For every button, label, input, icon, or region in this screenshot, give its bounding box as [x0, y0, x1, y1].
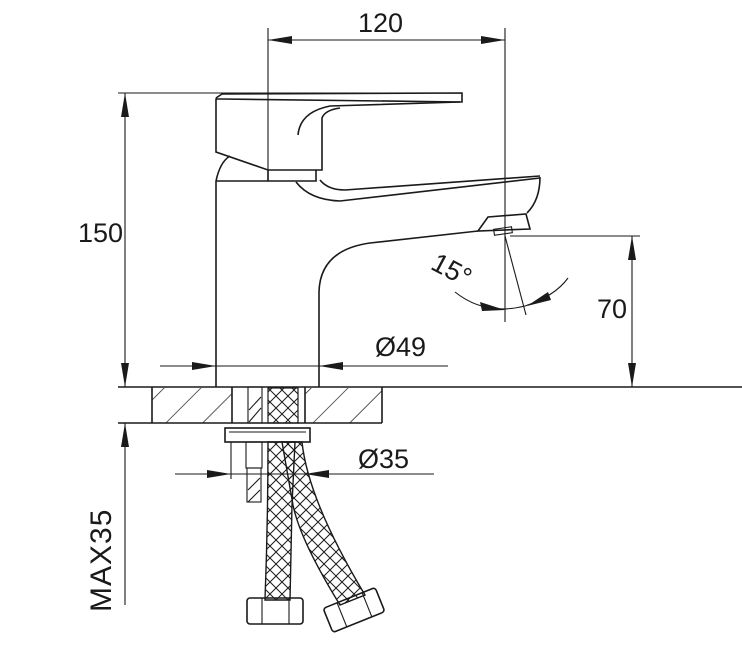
left-hose-nut: [246, 597, 304, 625]
height-dimension: 150: [78, 92, 460, 387]
faucet-body: [215, 92, 541, 387]
body-diameter-dimension: Ø49: [160, 332, 448, 370]
spout-height-label: 70: [597, 294, 627, 324]
height-label: 150: [78, 218, 123, 248]
body-diameter-label: Ø49: [375, 332, 426, 362]
spout-angle-label: 15°: [427, 247, 477, 293]
max-deck-thickness-dimension: MAX35: [85, 423, 129, 612]
width-dimension: 120: [267, 8, 506, 322]
spout-angle-dimension: 15°: [427, 235, 569, 316]
max-deck-thickness-label: MAX35: [85, 509, 118, 612]
supply-hoses: [246, 441, 385, 633]
countertop-section: [118, 386, 742, 424]
shank-diameter-label: Ø35: [358, 444, 409, 474]
right-hose-nut: [323, 587, 385, 633]
width-label: 120: [358, 8, 403, 38]
